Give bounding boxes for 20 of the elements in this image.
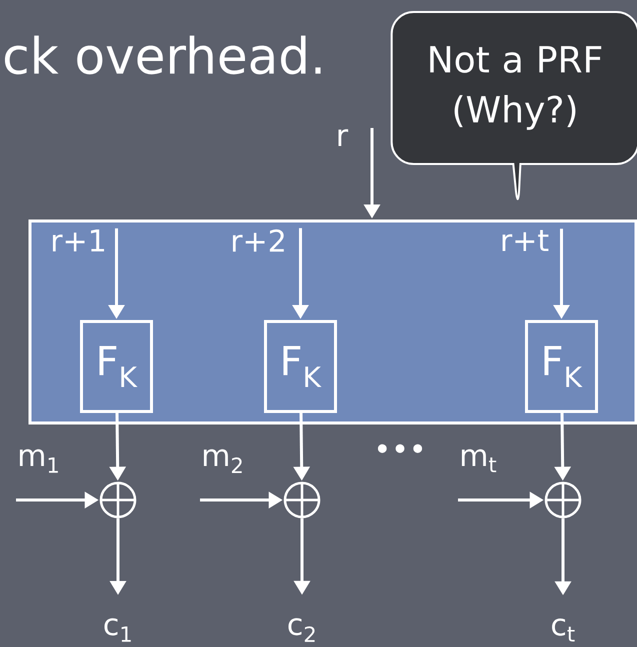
- function-box: F$_{K}$: [264, 320, 337, 413]
- speech-bubble: Not a PRF (Why?): [390, 11, 637, 200]
- function-box: F$_{K}$: [80, 320, 153, 413]
- variable-label: r+1: [52, 230, 104, 252]
- xor-symbol: [284, 482, 320, 518]
- xor-symbol: [100, 482, 136, 518]
- variable-label: m$_{1}$: [20, 449, 58, 473]
- function-box: F$_{K}$: [525, 320, 598, 413]
- variable-label: r+t: [502, 230, 548, 252]
- variable-label: c$_{2}$: [288, 618, 315, 642]
- variable-label: r+2: [232, 229, 284, 252]
- ellipsis: •••: [378, 444, 422, 453]
- variable-label: m$_{2}$: [204, 449, 242, 474]
- xor-symbol: [544, 482, 582, 518]
- heading-text: ck overhead.: [4, 36, 321, 74]
- variable-label: m$_{t}$: [462, 449, 496, 472]
- band-box: [28, 220, 637, 424]
- variable-label: r: [338, 129, 348, 146]
- variable-label: c$_{1}$: [104, 618, 131, 642]
- variable-label: c$_{t}$: [552, 618, 575, 642]
